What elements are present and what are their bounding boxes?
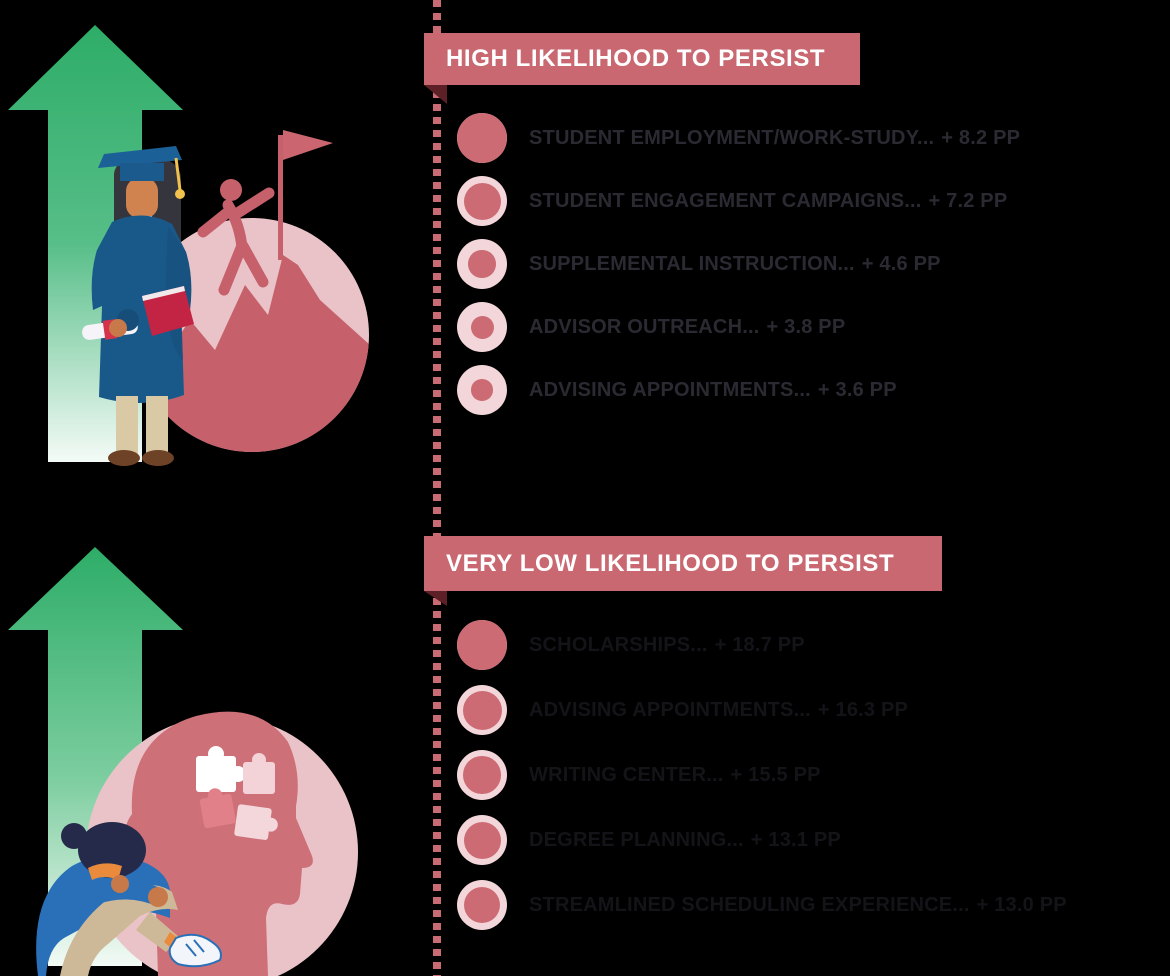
list-item-text: SCHOLARSHIPS...+ 18.7 PP [529,633,805,656]
very-low-likelihood-list: SCHOLARSHIPS...+ 18.7 PP ADVISING APPOIN… [457,620,1067,945]
hair-bun [61,823,87,849]
tassel [175,189,185,199]
magnitude-bullet-icon [457,880,507,930]
value-pp: + 3.6 PP [817,378,897,401]
value-pp: + 13.0 PP [976,893,1067,916]
value-pp: + 13.1 PP [750,828,841,851]
magnitude-bullet-icon [457,365,507,415]
magnitude-bullet-icon [457,113,507,163]
puzzle-piece-pink [243,753,275,794]
value-pp: + 8.2 PP [941,126,1021,149]
very-low-likelihood-header-label: VERY LOW LIKELIHOOD TO PERSIST [446,549,895,577]
value-pp: + 15.5 PP [730,763,821,786]
value-pp: + 16.3 PP [817,698,909,721]
list-item-text: STREAMLINED SCHEDULING EXPERIENCE...+ 13… [529,893,1067,916]
puzzle-piece-white [196,746,246,792]
value-pp: + 7.2 PP [928,189,1008,212]
sneaker [168,933,222,968]
red-book [142,286,194,336]
magnitude-bullet-icon [457,620,507,670]
list-item-text: STUDENT ENGAGEMENT CAMPAIGNS...+ 7.2 PP [529,189,1008,212]
very-low-likelihood-header: VERY LOW LIKELIHOOD TO PERSIST [424,536,942,591]
list-item: SCHOLARSHIPS...+ 18.7 PP [457,620,1067,670]
magnitude-bullet-icon [457,176,507,226]
value-pp: + 18.7 PP [714,633,805,656]
list-item: DEGREE PLANNING...+ 13.1 PP [457,815,1067,865]
mountain-climber-flag-circle [135,130,369,452]
head-puzzle-circle [86,711,358,976]
high-likelihood-header-label: HIGH LIKELIHOOD TO PERSIST [446,45,826,72]
magnitude-bullet-icon [457,815,507,865]
list-item-text: STUDENT EMPLOYMENT/WORK-STUDY...+ 8.2 PP [529,126,1021,149]
list-item: ADVISING APPOINTMENTS...+ 16.3 PP [457,685,1067,735]
puzzle-piece-salmon [199,788,236,829]
list-item: WRITING CENTER...+ 15.5 PP [457,750,1067,800]
value-pp: + 4.6 PP [861,252,941,275]
magnitude-bullet-icon [457,750,507,800]
list-item-text: ADVISING APPOINTMENTS...+ 16.3 PP [529,698,909,721]
graduate-figure [82,146,194,466]
magnitude-bullet-icon [457,239,507,289]
list-item-text: ADVISOR OUTREACH...+ 3.8 PP [529,315,846,338]
list-item-text: WRITING CENTER...+ 15.5 PP [529,763,821,786]
puzzle-piece-light [234,804,278,840]
list-item: STUDENT ENGAGEMENT CAMPAIGNS...+ 7.2 PP [457,176,1020,226]
magnitude-bullet-icon [457,685,507,735]
list-item-text: ADVISING APPOINTMENTS...+ 3.6 PP [529,378,897,401]
graduate-success-illustration [8,25,369,466]
list-item: ADVISING APPOINTMENTS...+ 3.6 PP [457,365,1020,415]
list-item-text: DEGREE PLANNING...+ 13.1 PP [529,828,841,851]
struggling-student-illustration [8,547,358,976]
high-likelihood-list: STUDENT EMPLOYMENT/WORK-STUDY...+ 8.2 PP… [457,113,1020,428]
flag-icon [283,130,333,160]
flag-pole [278,135,283,260]
list-item: STUDENT EMPLOYMENT/WORK-STUDY...+ 8.2 PP [457,113,1020,163]
climber-silhouette [197,179,275,296]
sad-seated-figure [36,822,222,976]
list-item: ADVISOR OUTREACH...+ 3.8 PP [457,302,1020,352]
high-likelihood-header: HIGH LIKELIHOOD TO PERSIST [424,33,860,85]
list-item: STREAMLINED SCHEDULING EXPERIENCE...+ 13… [457,880,1067,930]
list-item: SUPPLEMENTAL INSTRUCTION...+ 4.6 PP [457,239,1020,289]
dotted-divider-line [433,0,441,976]
magnitude-bullet-icon [457,302,507,352]
value-pp: + 3.8 PP [766,315,846,338]
list-item-text: SUPPLEMENTAL INSTRUCTION...+ 4.6 PP [529,252,941,275]
